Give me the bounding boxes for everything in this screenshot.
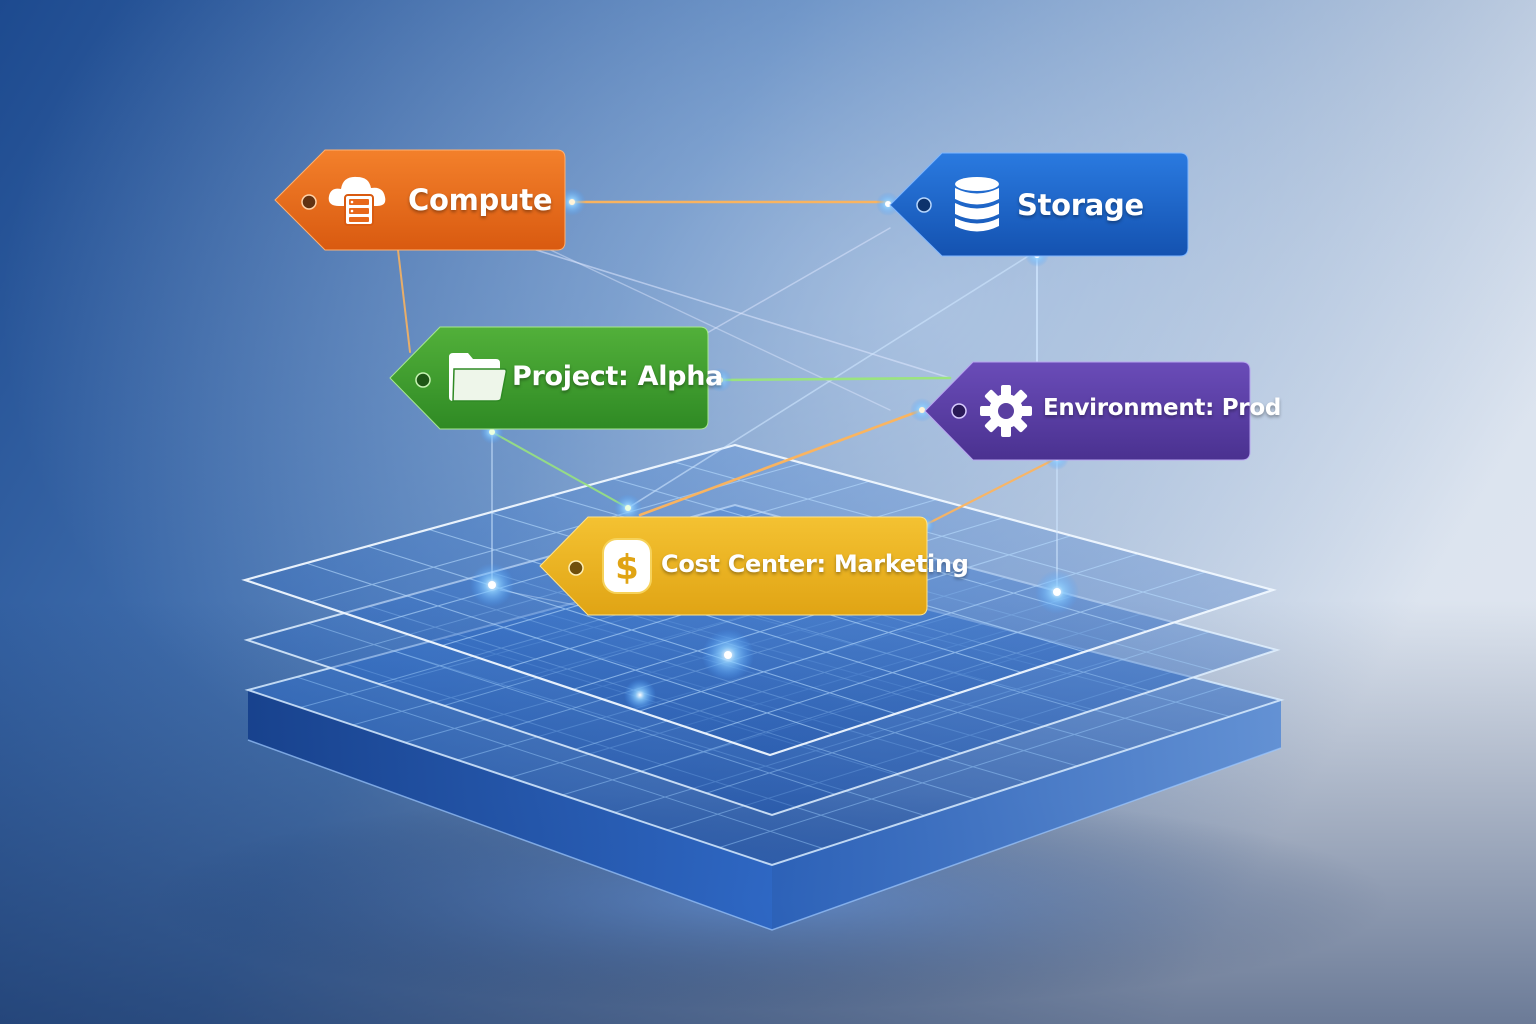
link-environment-grid xyxy=(923,456,1059,527)
database-icon xyxy=(955,177,999,232)
tag-storage[interactable]: Storage xyxy=(889,152,1189,257)
tag-storage-label: Storage xyxy=(1017,188,1144,222)
grid-line xyxy=(704,571,1206,734)
tag-project[interactable]: Project: Alpha xyxy=(389,326,723,430)
link-compute-grid xyxy=(539,244,891,411)
tag-project-shape xyxy=(389,326,709,430)
link-environment-costcenter xyxy=(638,408,924,517)
tag-cost-center-label: Cost Center: Marketing xyxy=(661,550,969,578)
dollar-icon: $ xyxy=(602,538,652,594)
tag-compute-label: Compute xyxy=(408,183,553,217)
link-project-environment xyxy=(718,376,952,382)
gear-icon xyxy=(980,385,1032,437)
tag-cost-center[interactable]: $ Cost Center: Marketing xyxy=(539,516,969,616)
cloud-server-icon xyxy=(328,176,386,226)
svg-text:$: $ xyxy=(615,548,639,588)
tag-environment[interactable]: Environment: Prod xyxy=(924,361,1281,461)
tag-project-label: Project: Alpha xyxy=(512,361,724,392)
link-project-costcenter xyxy=(491,431,629,509)
grid-line xyxy=(673,461,1211,612)
grid-line xyxy=(719,685,1227,848)
tag-compute[interactable]: Compute xyxy=(274,149,566,251)
link-compute-project xyxy=(397,249,411,353)
folder-icon xyxy=(449,353,507,402)
grid-line xyxy=(296,676,824,849)
grid-line xyxy=(706,631,1210,794)
tag-environment-label: Environment: Prod xyxy=(1043,395,1281,421)
glow-nodes xyxy=(470,188,1079,711)
connection-lines xyxy=(397,200,1059,613)
link-storage-costcenter xyxy=(627,254,1031,509)
grid-line xyxy=(307,622,836,795)
link-compute-environment xyxy=(519,244,951,379)
